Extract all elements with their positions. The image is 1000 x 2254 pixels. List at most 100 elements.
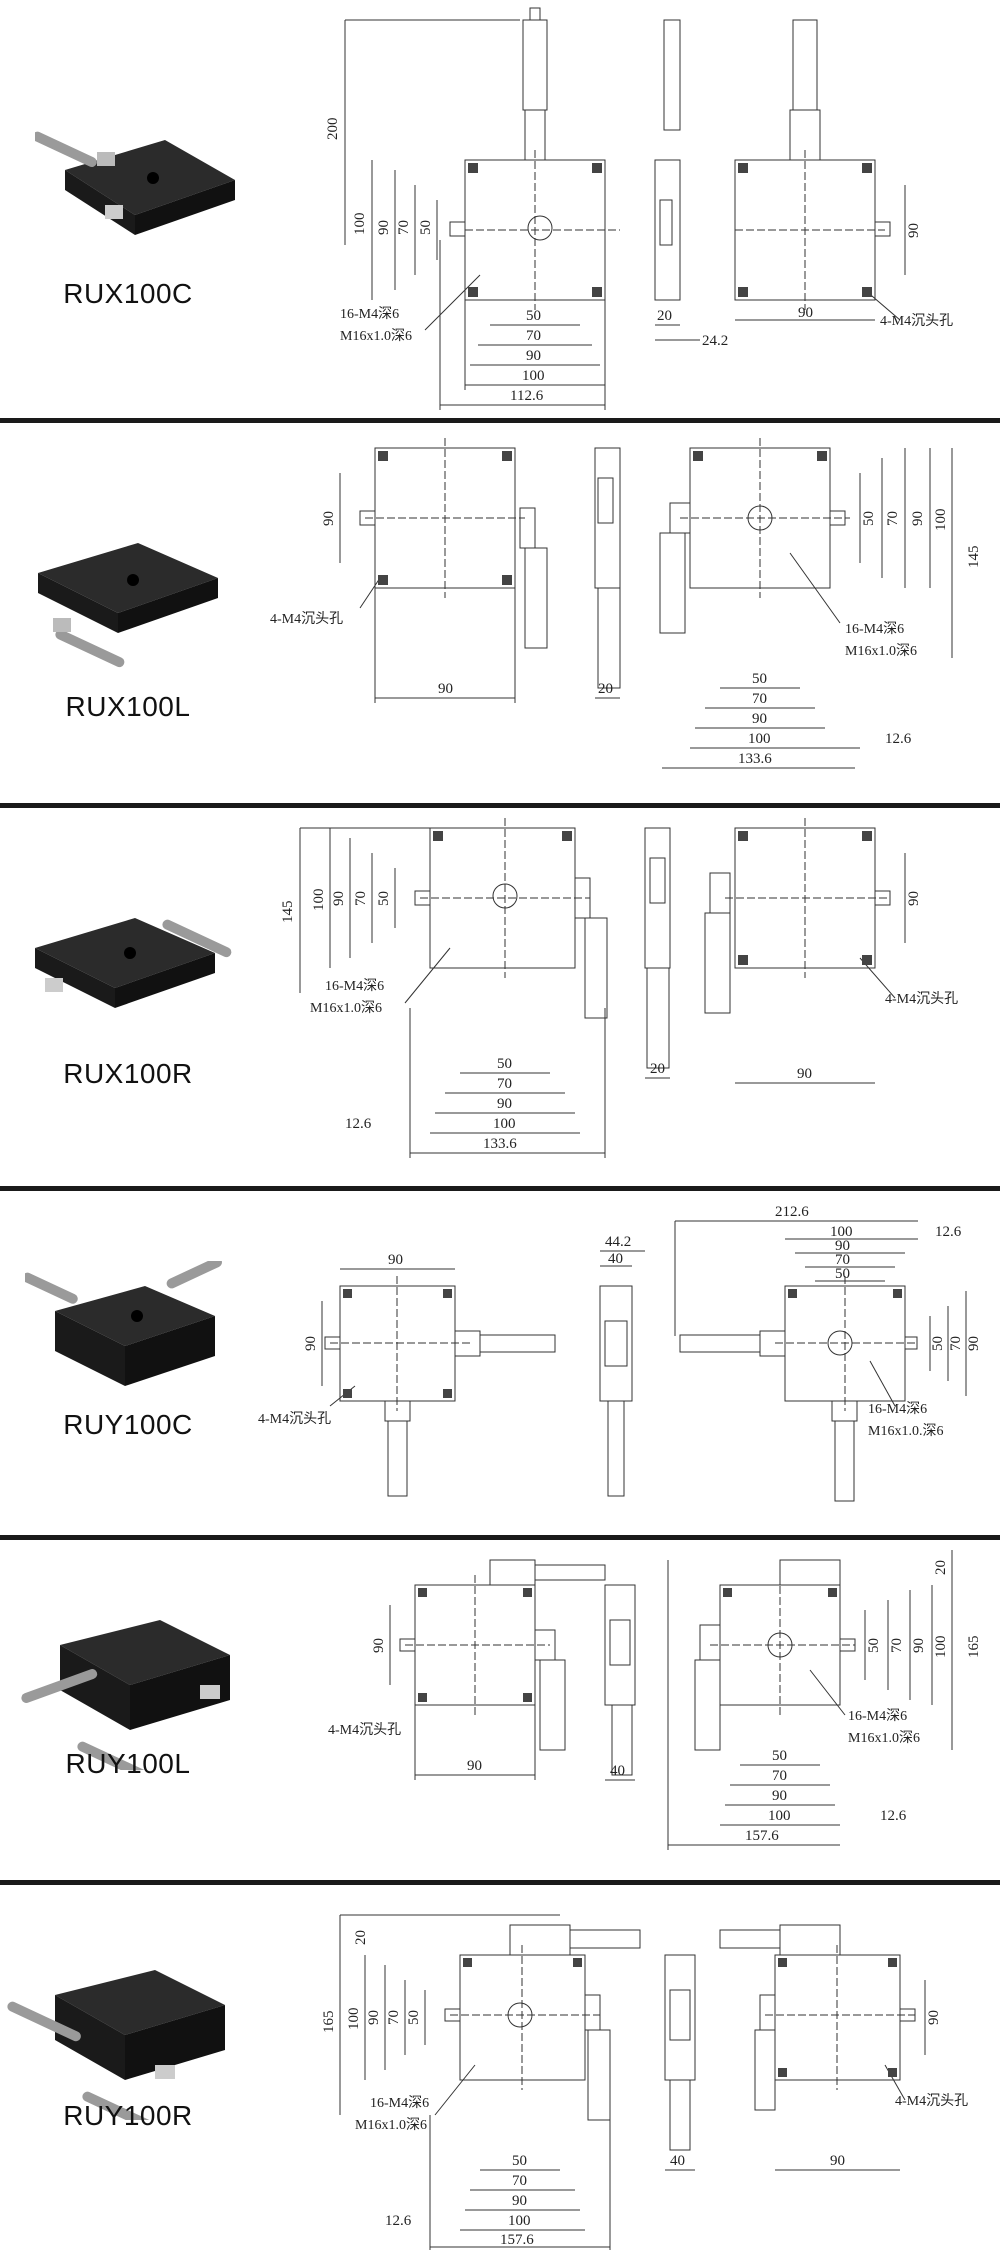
dim-w100: 100 [508,2213,531,2229]
panel-rux100l: RUX100L [0,423,1000,803]
label-csk: 4-M4沉头孔 [880,313,953,329]
label-holes: 16-M4深6 [868,1401,927,1417]
panel-rux100r: RUX100R [0,808,1000,1186]
dim-w90r: 90 [830,2153,845,2169]
dim-h50: 50 [406,2010,422,2025]
dim-w90: 90 [512,2193,527,2209]
dim-h145: 145 [966,546,982,569]
dim-200: 200 [325,118,341,141]
label-holes: 16-M4深6 [370,2095,429,2111]
dim-h90a: 90 [303,1336,319,1351]
dim-w50: 50 [512,2153,527,2169]
separator [0,1535,1000,1540]
dim-h70: 70 [353,891,369,906]
dim-w126: 12.6 [385,2213,412,2229]
dim-w126: 12.6 [345,1116,372,1132]
separator [0,1880,1000,1885]
dim-side20: 20 [598,681,613,697]
dim-side24: 24.2 [702,333,728,349]
product-photo-ruy100l [21,1620,230,1770]
dim-70: 70 [396,220,412,235]
dim-side40: 40 [610,1763,625,1779]
dim-h70: 70 [948,1336,964,1351]
panel-rux100c: RUX100C [0,0,1000,418]
drawing-rux100r: 145 100 90 70 50 16-M4深6 M16x1.0深6 50 70… [280,818,958,1158]
dim-h165: 165 [966,1636,982,1659]
dim-h145: 145 [280,901,296,924]
drawing-ruy100r: 20 165 100 90 70 50 16-M4深6 M16x1.0深6 50… [321,1914,968,2250]
dim-w126: 12.6 [935,1224,962,1240]
dim-h70: 70 [889,1638,905,1653]
dim-w133: 133.6 [738,751,772,767]
dim-side20: 20 [657,308,672,324]
dim-w90l: 90 [467,1758,482,1774]
label-center: M16x1.0.深6 [868,1423,943,1439]
dim-h90l: 90 [371,1638,387,1653]
dim-h50: 50 [866,1638,882,1653]
dim-w50: 50 [526,308,541,324]
dim-h90: 90 [966,1336,982,1351]
dim-side20: 20 [650,1061,665,1077]
dim-w2126: 212.6 [775,1204,809,1220]
dim-w70: 70 [497,1076,512,1092]
dim-v20: 20 [353,1930,369,1945]
dim-w100: 100 [830,1224,853,1240]
separator [0,418,1000,423]
model-label: RUY100R [63,2100,193,2131]
model-label: RUX100L [65,691,191,722]
label-center: M16x1.0深6 [340,328,412,344]
dim-w442: 44.2 [605,1234,631,1250]
dim-w70: 70 [752,691,767,707]
dim-w126: 12.6 [885,731,912,747]
label-csk: 4-M4沉头孔 [328,1722,401,1738]
dim-w133: 133.6 [483,1136,517,1152]
dim-h90: 90 [331,891,347,906]
dim-h90r: 90 [926,2010,942,2025]
dim-w157: 157.6 [500,2232,534,2248]
dim-w100: 100 [768,1808,791,1824]
dim-h90r: 90 [906,891,922,906]
product-photo-rux100c [35,131,235,235]
drawing-ruy100c: 90 90 4-M4沉头孔 44.2 40 212.6 100 12.6 90 … [258,1204,982,1502]
dim-w70: 70 [835,1252,850,1268]
dim-w100: 100 [522,368,545,384]
dim-w90: 90 [526,348,541,364]
dim-h100: 100 [346,2008,362,2031]
drawing-rux100l: 90 4-M4沉头孔 90 20 50 70 90 100 145 16-M4深… [270,438,982,769]
label-holes: 16-M4深6 [845,621,904,637]
dim-w112: 112.6 [510,388,544,404]
model-label: RUY100C [63,1409,193,1440]
dim-v20: 20 [933,1560,949,1575]
drawing-rux100c: 200 100 90 70 50 16-M4深6 M16x1.0深6 50 70… [325,7,953,410]
label-holes: 16-M4深6 [325,978,384,994]
dim-50: 50 [418,220,434,235]
dim-w100: 100 [493,1116,516,1132]
dim-w90: 90 [772,1788,787,1804]
label-center: M16x1.0深6 [848,1730,920,1746]
dim-w50: 50 [772,1748,787,1764]
model-label: RUY100L [65,1748,191,1779]
dim-w90: 90 [835,1238,850,1254]
separator [0,1186,1000,1191]
model-label: RUX100C [63,278,193,309]
dim-w50: 50 [752,671,767,687]
dim-w50: 50 [497,1056,512,1072]
label-holes: 16-M4深6 [340,306,399,322]
label-center: M16x1.0深6 [355,2117,427,2133]
product-photo-ruy100r [7,1970,225,2120]
dim-h100: 100 [933,1636,949,1659]
dim-h50: 50 [376,891,392,906]
dim-w126: 12.6 [880,1808,907,1824]
panel-ruy100c: RUY100C [0,1191,1000,1535]
product-photo-ruy100c [25,1261,222,1386]
dim-h70: 70 [386,2010,402,2025]
model-label: RUX100R [63,1058,193,1089]
dim-h90: 90 [911,1638,927,1653]
label-center: M16x1.0深6 [310,1000,382,1016]
label-center: M16x1.0深6 [845,643,917,659]
dim-w70: 70 [512,2173,527,2189]
label-csk: 4-M4沉头孔 [895,2093,968,2109]
label-csk: 4-M4沉头孔 [270,611,343,627]
dim-w50: 50 [835,1266,850,1282]
dim-90: 90 [376,220,392,235]
